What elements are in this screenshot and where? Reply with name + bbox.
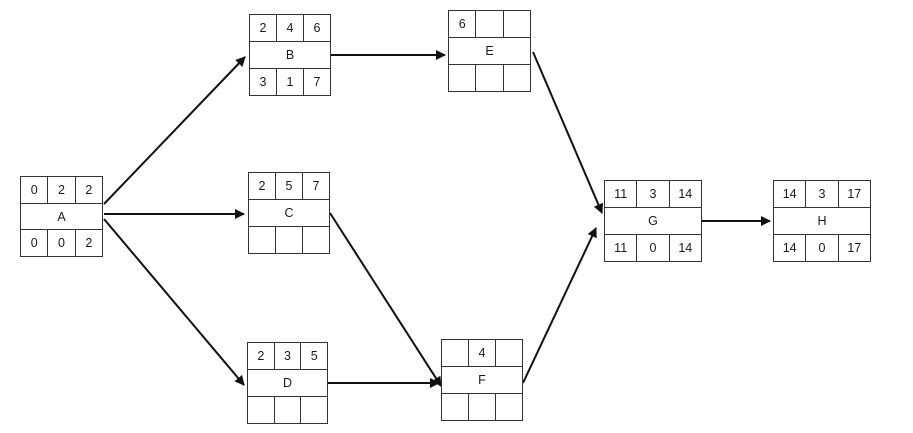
node-h-bottom-cell: 14 (782, 241, 797, 255)
node-f-top-row: 4 (442, 340, 522, 367)
node-b-top-cell: 6 (303, 15, 330, 41)
edge-a-to-b (103, 56, 246, 205)
node-e-top-cell (502, 11, 530, 37)
node-d-name: D (282, 376, 293, 390)
node-g-bottom-cell: 0 (636, 235, 668, 261)
node-h-bottom-row: 14 0 17 (774, 234, 870, 261)
node-d-top-row: 2 3 5 (248, 343, 327, 370)
node-h-name: H (817, 214, 827, 228)
node-c-top-row: 2 5 7 (249, 173, 329, 200)
node-c-bottom-cell (275, 227, 302, 253)
node-g-top-cell: 3 (636, 181, 668, 207)
node-a-name-row: A (21, 204, 102, 230)
node-h-name-row: H (774, 208, 870, 234)
node-g-top-row: 11 3 14 (605, 181, 701, 208)
node-g-top-cell: 11 (614, 187, 628, 201)
edge-e-to-g (532, 51, 604, 214)
node-b-top-cell: 4 (276, 15, 303, 41)
node-h-top-cell: 3 (805, 181, 837, 207)
node-b-bottom-cell: 1 (276, 69, 303, 95)
node-e-top-cell (475, 11, 502, 37)
node-e-name-row: E (449, 38, 530, 64)
node-h-bottom-cell: 17 (837, 235, 870, 261)
node-d-bottom-row (248, 396, 327, 423)
node-c-bottom-row (249, 226, 329, 253)
node-a-top-cell: 2 (74, 177, 102, 203)
node-f-name: F (478, 373, 486, 387)
node-a-bottom-cell: 0 (47, 230, 74, 257)
node-f-bottom-row (442, 393, 522, 420)
node-d-bottom-cell (248, 397, 274, 423)
node-c-name: C (284, 206, 294, 220)
node-g-name: G (648, 214, 658, 228)
node-f-bottom-cell (468, 394, 495, 420)
node-b-name-row: B (250, 42, 330, 68)
node-b-bottom-cell: 3 (259, 75, 267, 89)
node-c-bottom-cell (249, 227, 275, 253)
node-c-top-cell: 2 (258, 179, 266, 193)
node-g-bottom-row: 11 0 14 (605, 234, 701, 261)
node-h-top-row: 14 3 17 (774, 181, 870, 208)
node-c-name-row: C (249, 200, 329, 226)
node-d-name-row: D (248, 370, 327, 396)
node-e-name: E (485, 44, 494, 58)
node-a-name: A (57, 209, 66, 224)
node-b-bottom-row: 3 1 7 (250, 68, 330, 95)
node-e-bottom-cell (502, 65, 530, 91)
node-g-bottom-cell: 11 (614, 241, 628, 255)
node-g-bottom-cell: 14 (668, 235, 701, 261)
node-c-bottom-cell (302, 227, 329, 253)
node-h-top-cell: 17 (837, 181, 870, 207)
node-a-bottom-cell: 0 (30, 236, 38, 251)
node-e: 6 E (448, 10, 531, 92)
node-a: 0 2 2 A 0 0 2 (20, 176, 103, 257)
edge-a-to-d (103, 218, 245, 386)
node-d-top-cell: 3 (273, 343, 301, 369)
node-e-bottom-cell (449, 65, 475, 91)
node-d-bottom-cell (300, 397, 327, 423)
node-h-bottom-cell: 0 (805, 235, 837, 261)
node-f-top-cell (442, 340, 468, 366)
node-f-name-row: F (442, 367, 522, 393)
node-b-top-cell: 2 (259, 21, 267, 35)
node-f-bottom-cell (495, 394, 522, 420)
node-d-bottom-cell (273, 397, 301, 423)
node-d: 2 3 5 D (247, 342, 328, 424)
node-b-name: B (285, 48, 295, 62)
node-a-bottom-row: 0 0 2 (21, 229, 102, 257)
node-a-top-cell: 0 (30, 182, 38, 197)
edge-f-to-g (522, 227, 597, 384)
node-g: 11 3 14 G 11 0 14 (604, 180, 702, 262)
node-e-top-cell: 6 (458, 17, 466, 31)
node-f-bottom-cell (442, 394, 468, 420)
node-b-bottom-cell: 7 (303, 69, 330, 95)
node-g-name-row: G (605, 208, 701, 234)
node-f: 4 F (441, 339, 523, 421)
node-f-top-cell: 4 (468, 340, 495, 366)
node-d-top-cell: 5 (300, 343, 327, 369)
node-a-top-cell: 2 (47, 177, 74, 203)
node-h: 14 3 17 H 14 0 17 (773, 180, 871, 262)
node-h-top-cell: 14 (782, 187, 797, 201)
node-e-bottom-row (449, 64, 530, 91)
node-e-bottom-cell (475, 65, 502, 91)
node-a-top-row: 0 2 2 (21, 177, 102, 204)
node-f-top-cell (495, 340, 522, 366)
node-g-top-cell: 14 (668, 181, 701, 207)
node-e-top-row: 6 (449, 11, 530, 38)
node-c: 2 5 7 C (248, 172, 330, 254)
edge-c-to-f (329, 212, 442, 387)
node-c-top-cell: 7 (302, 173, 329, 199)
node-b-top-row: 2 4 6 (250, 15, 330, 42)
node-c-top-cell: 5 (275, 173, 302, 199)
node-b: 2 4 6 B 3 1 7 (249, 14, 331, 96)
node-d-top-cell: 2 (257, 349, 265, 363)
node-a-bottom-cell: 2 (74, 230, 102, 257)
